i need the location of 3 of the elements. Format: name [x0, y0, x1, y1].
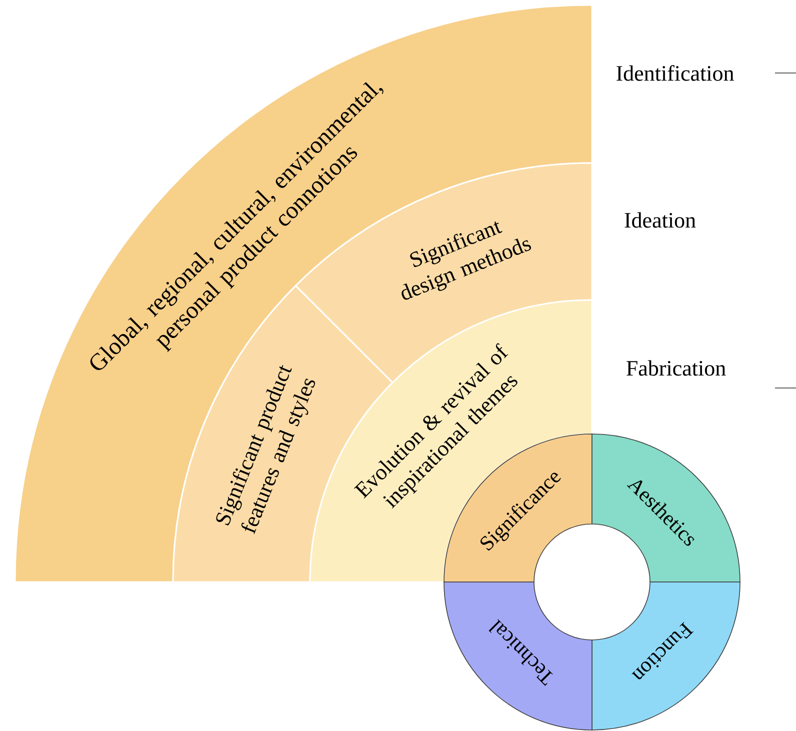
stage-label: Ideation [624, 212, 696, 228]
stage-label: Fabrication [626, 360, 726, 376]
stage-label: Identification [616, 65, 734, 81]
